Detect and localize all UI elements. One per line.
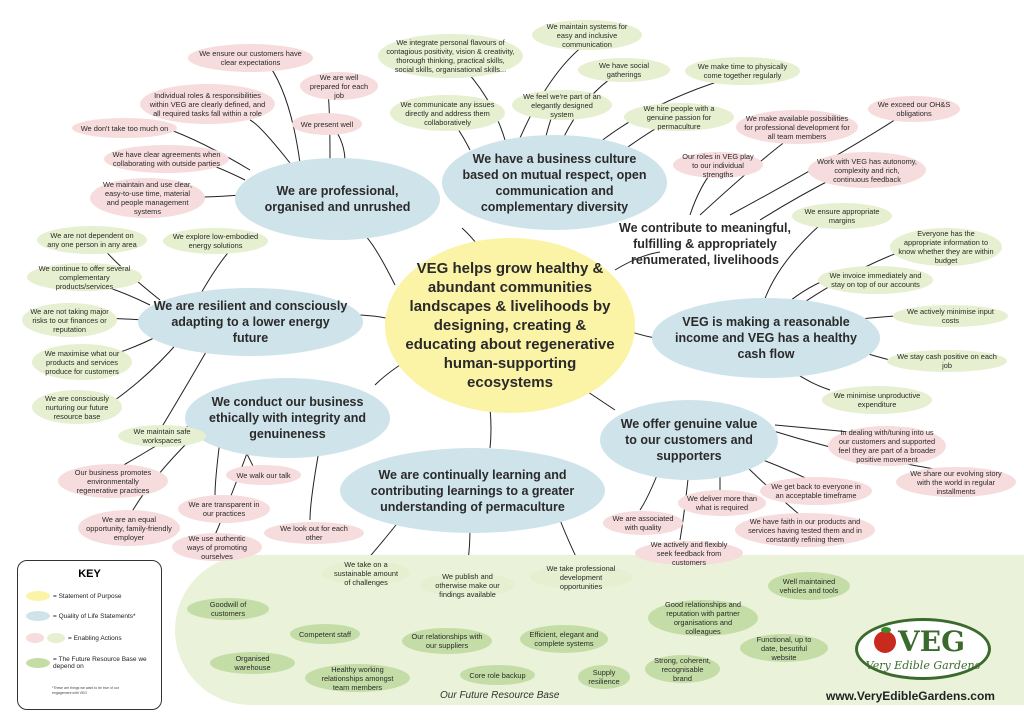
action-nurturing: We are consciously nurturing our future … [32,390,122,424]
action-walk-talk: We walk our talk [226,465,301,485]
action-transparent: We are transparent in our practices [178,495,270,523]
tomato-icon [874,631,896,653]
website-url[interactable]: www.VeryEdibleGardens.com [826,689,995,703]
action-unproductive: We minimise unproductive expenditure [822,386,932,414]
action-quality: We are associated with quality [603,511,683,535]
action-publish: We publish and otherwise make our findin… [420,572,515,599]
action-clear-agreements: We have clear agreements when collaborat… [104,145,229,173]
key-row-actions: = Enabling Actions [26,633,122,643]
ql-income: VEG is making a reasonable income and VE… [652,298,880,378]
ql-professional: We are professional, organised and unrus… [235,158,440,240]
action-cash-positive: We stay cash positive on each job [887,350,1007,372]
action-not-too-much: We don't take too much on [72,118,177,138]
action-invoice: We invoice immediately and stay on top o… [818,266,933,294]
action-sustainable: We take on a sustainable amount of chall… [322,560,410,587]
key-legend: KEY = Statement of Purpose = Quality of … [17,560,162,710]
ql-learning: We are continually learning and contribu… [340,448,605,533]
key-footnote: *These are things we want to be true of … [52,686,119,695]
veg-logo: VEG Very Edible Gardens [855,618,991,680]
action-tuning: In dealing with/tuning into us our custo… [828,426,946,466]
action-feedback: We actively and flexibly seek feedback f… [635,540,743,567]
key-statement-label: = Statement of Purpose [53,592,122,600]
ql-value: We offer genuine value to our customers … [600,400,778,480]
ql-livelihoods: We contribute to meaningful, fulfilling … [619,221,791,267]
resource-supplier-relationships: Our relationships with our suppliers [402,628,492,654]
action-hire-passion: We hire people with a genuine passion fo… [624,103,734,131]
resource-working-relationships: Healthy working relationships amongst te… [305,664,410,692]
action-authentic: We use authentic ways of promoting ourse… [172,533,262,561]
action-input-costs: We actively minimise input costs [893,305,1008,327]
future-resource-base-label: Our Future Resource Base [440,690,560,701]
resource-efficient-systems: Efficient, elegant and complete systems [520,625,608,653]
action-maintain-systems: We maintain systems for easy and inclusi… [532,20,642,50]
action-roles-defined: Individual roles & responsibilities with… [140,84,275,124]
action-roles-strengths: Our roles in VEG play to our individual … [673,152,763,179]
resource-partner-relationships: Good relationships and reputation with p… [648,600,758,636]
key-title: KEY [78,568,101,580]
action-autonomy: Work with VEG has autonomy, complexity a… [808,152,926,188]
resource-website: Functional, up to date, besutiful websit… [740,634,828,662]
key-row-quality: = Quality of Life Statements* [26,611,136,621]
action-get-back: We get back to everyone in an acceptable… [760,477,872,505]
key-row-base: = The Future Resource Base we depend on [26,656,156,670]
key-actions-label: = Enabling Actions [68,634,122,642]
action-complementary-services: We continue to offer several complementa… [27,263,142,291]
action-not-dependent: We are not dependent on any one person i… [37,226,147,254]
action-low-embodied: We explore low-embodied energy solutions [163,228,268,254]
resource-competent-staff: Competent staff [290,624,360,644]
action-designed-system: We feel we're part of an elegantly desig… [512,90,612,120]
action-margins: We ensure appropriate margins [792,203,892,229]
action-safe-workspaces: We maintain safe workspaces [118,425,206,447]
action-deliver-more: We deliver more than what is required [678,490,766,516]
action-clear-expectations: We ensure our customers have clear expec… [188,44,313,72]
action-development-possibilities: We make available possibilities for prof… [736,110,858,144]
logo-name: VEG [898,625,965,658]
leaf-icon [881,627,891,633]
logo-tagline: Very Edible Gardens [865,659,981,672]
statement-swatch [26,591,50,601]
action-present-well: We present well [292,113,362,135]
action-time-together: We make time to physically come together… [685,57,800,85]
base-swatch [26,658,50,668]
green-action-swatch [47,633,65,643]
action-maximise-products: We maximise what our products and servic… [32,344,132,380]
resource-organised-warehouse: Organised warehouse [210,652,295,674]
key-quality-label: = Quality of Life Statements* [53,612,136,620]
action-major-risks: We are not taking major risks to our fin… [22,303,117,337]
quality-swatch [26,611,50,621]
action-ohs: We exceed our OH&S obligations [868,96,960,122]
pink-action-swatch [26,633,44,643]
resource-brand: Strong, coherent, recognisable brand [645,655,720,683]
resource-supply-resilience: Supply resilience [578,665,630,689]
action-equal-opportunity: We are an equal opportunity, family-frie… [78,510,180,546]
action-faith: We have faith in our products and servic… [735,513,875,547]
resource-core-role-backup: Core role backup [460,665,535,685]
action-finance-info: Everyone has the appropriate information… [890,228,1002,266]
action-environmental: Our business promotes environmentally re… [58,464,168,498]
key-row-statement: = Statement of Purpose [26,591,121,601]
action-social-gatherings: We have social gatherings [578,58,670,82]
resource-vehicles: Well maintained vehicles and tools [768,572,850,600]
action-professional-dev: We take professional development opportu… [530,564,632,591]
action-evolving-story: We share our evolving story with the wor… [896,467,1016,497]
action-communicate-issues: We communicate any issues directly and a… [390,95,505,131]
statement-of-purpose: VEG helps grow healthy & abundant commun… [385,238,635,413]
key-base-label: = The Future Resource Base we depend on [53,656,147,670]
resource-goodwill: Goodwill of customers [187,598,269,620]
action-personal-flavours: We integrate personal flavours of contag… [378,34,523,78]
ql-business-culture: We have a business culture based on mutu… [442,135,667,230]
action-management-systems: We maintain and use clear, easy-to-use t… [90,178,205,218]
action-look-out: We look out for each other [264,522,364,544]
action-well-prepared: We are well prepared for each job [300,72,378,100]
ql-ethical: We conduct our business ethically with i… [185,378,390,458]
ql-resilient: We are resilient and consciously adaptin… [138,288,363,356]
